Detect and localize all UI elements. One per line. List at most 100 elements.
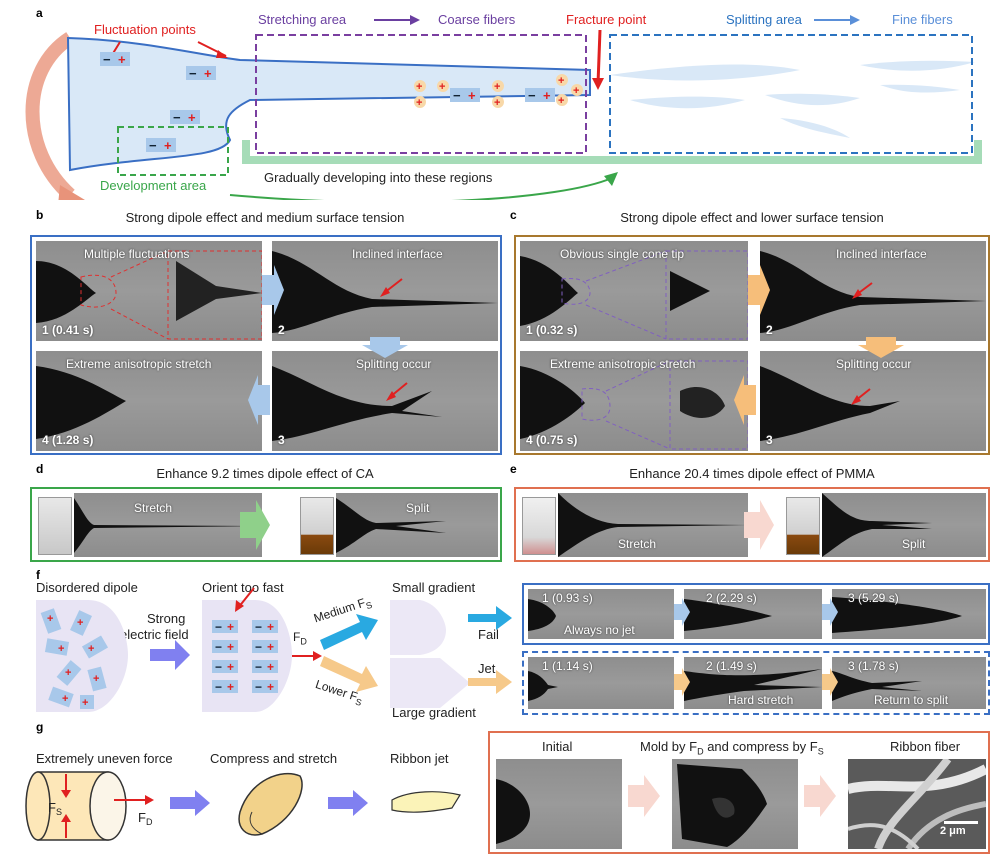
svg-text:F: F: [138, 810, 146, 825]
fd-subscript: D: [300, 636, 307, 647]
svg-text:+: +: [65, 667, 71, 679]
svg-text:−: −: [453, 88, 461, 103]
coarse-fibers-label: Coarse fibers: [438, 12, 516, 27]
panel-f-top-frame: 1 (0.93 s) Always no jet 2 (2.29 s) 3 (5…: [522, 583, 990, 645]
panel-f-bottom-image-3: 3 (1.78 s) Return to split: [832, 657, 986, 709]
svg-text:−: −: [149, 138, 157, 153]
scale-bar: [944, 821, 978, 824]
panel-g-frame: Initial Mold by FD and compress by FS Ri…: [488, 731, 990, 854]
svg-text:+: +: [416, 81, 422, 93]
panel-f-top-frame-2: 2 (2.29 s): [706, 591, 757, 605]
panel-b-frame-1: 1 (0.41 s): [42, 323, 94, 337]
mold-fd-subscript: D: [697, 746, 704, 757]
panel-g-image-1: [496, 759, 622, 849]
panel-b-image-3: Extreme anisotropic stretch 4 (1.28 s): [36, 351, 262, 451]
svg-text:+: +: [164, 138, 172, 153]
panel-e-frame: Stretch Split: [514, 487, 990, 562]
svg-text:+: +: [227, 640, 234, 654]
svg-text:+: +: [62, 693, 68, 705]
svg-text:−: −: [255, 620, 262, 634]
svg-text:+: +: [47, 613, 53, 625]
svg-text:+: +: [468, 88, 476, 103]
svg-text:+: +: [267, 640, 274, 654]
panel-d-label: d: [36, 462, 44, 476]
development-area-label: Development area: [100, 178, 207, 193]
panel-g-image-2: [672, 759, 798, 849]
panel-g-label: g: [36, 720, 44, 734]
svg-text:+: +: [267, 680, 274, 694]
panel-a-diagram: −+ −+ −+ −+ −+ −+ + + + + + + + +: [25, 15, 982, 200]
panel-c-label: c: [510, 208, 517, 222]
svg-text:+: +: [88, 643, 94, 655]
mold-label: Mold by FD and compress by FS: [640, 739, 824, 757]
panel-b-label: b: [36, 208, 44, 222]
svg-text:+: +: [267, 620, 274, 634]
svg-text:+: +: [82, 697, 88, 709]
svg-text:+: +: [227, 620, 234, 634]
panel-f-top-image-2: 2 (2.29 s): [684, 589, 822, 639]
panel-d-image-2: Split: [336, 493, 498, 557]
panel-b-image-2: Inclined interface 2: [272, 241, 498, 341]
svg-text:+: +: [439, 81, 445, 93]
panel-c-image-4: Splitting occur 3: [760, 351, 986, 451]
svg-text:−: −: [215, 620, 222, 634]
strong-label: Strong: [147, 611, 186, 626]
svg-text:+: +: [416, 97, 422, 109]
svg-text:+: +: [494, 97, 500, 109]
panel-f-bottom-frame-3: 3 (1.78 s): [848, 659, 899, 673]
panel-d-frame: Stretch Split: [30, 487, 502, 562]
panel-f-bottom-image-1: 1 (1.14 s): [528, 657, 674, 709]
svg-text:−: −: [215, 660, 222, 674]
panel-c-image-1: Obvious single cone tip 1 (0.32 s): [520, 241, 748, 341]
panel-e-stretch-caption: Stretch: [618, 537, 657, 551]
ribbon-jet-label: Ribbon jet: [390, 751, 449, 766]
panel-e-split-caption: Split: [902, 537, 926, 551]
ribbon-fiber-label: Ribbon fiber: [890, 739, 961, 754]
svg-text:+: +: [77, 617, 83, 629]
svg-text:−: −: [215, 640, 222, 654]
fluctuation-points-label: Fluctuation points: [94, 22, 196, 37]
panel-c-frame-3: 4 (0.75 s): [526, 433, 578, 447]
fd-label: FD: [293, 630, 307, 646]
panel-f-top-caption: Always no jet: [564, 623, 635, 637]
fine-fibers-label: Fine fibers: [892, 12, 953, 27]
uneven-force-label: Extremely uneven force: [36, 751, 173, 766]
fd-letter: F: [293, 630, 301, 644]
svg-text:+: +: [494, 81, 500, 93]
panel-b-caption-4: Splitting occur: [356, 357, 432, 371]
svg-text:+: +: [543, 88, 551, 103]
jet-label: Jet: [478, 661, 496, 676]
panel-c-frame-4: 3: [766, 433, 773, 447]
panel-f-bottom-frame-1: 1 (1.14 s): [542, 659, 593, 673]
svg-text:+: +: [558, 95, 564, 107]
svg-text:−: −: [189, 66, 197, 81]
svg-text:+: +: [118, 52, 126, 67]
panel-d-vial-1: [38, 497, 72, 555]
panel-f-label: f: [36, 568, 40, 582]
svg-text:+: +: [188, 110, 196, 125]
panel-f-bottom-caption-2: Return to split: [874, 693, 949, 707]
svg-text:−: −: [215, 680, 222, 694]
svg-text:S: S: [56, 807, 62, 817]
panel-b-title: Strong dipole effect and medium surface …: [125, 210, 405, 225]
gradually-developing-label: Gradually developing into these regions: [264, 170, 493, 185]
panel-f-top-image-3: 3 (5.29 s): [832, 589, 986, 639]
svg-text:−: −: [173, 110, 181, 125]
svg-text:−: −: [103, 52, 111, 67]
scale-bar-label: 2 μm: [940, 825, 966, 837]
svg-text:−: −: [528, 88, 536, 103]
svg-text:+: +: [227, 660, 234, 674]
panel-f-top-frame-1: 1 (0.93 s): [542, 591, 593, 605]
panel-c-caption-1: Obvious single cone tip: [560, 247, 685, 261]
svg-text:−: −: [255, 680, 262, 694]
svg-text:+: +: [267, 660, 274, 674]
panel-f-top-image-1: 1 (0.93 s) Always no jet: [528, 589, 674, 639]
large-gradient-label: Large gradient: [392, 705, 476, 720]
svg-text:+: +: [573, 85, 579, 97]
